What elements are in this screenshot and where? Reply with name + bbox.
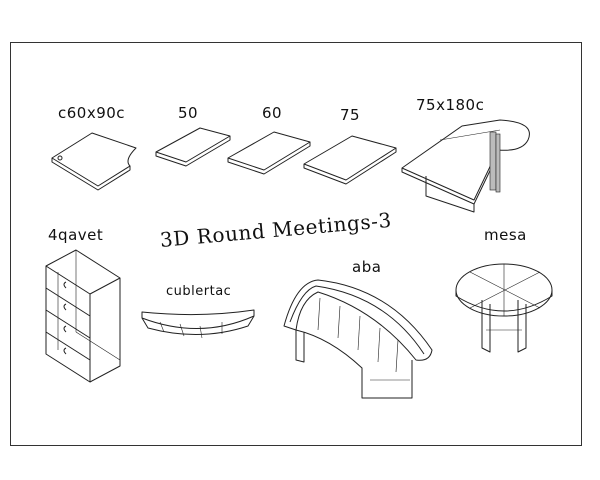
cabinet-4qavet (45, 249, 121, 383)
label-mesa: mesa (484, 226, 527, 244)
label-60: 60 (262, 104, 283, 122)
label-c60x90c: c60x90c (58, 104, 126, 122)
label-75x180c: 75x180c (416, 96, 485, 114)
label-75: 75 (340, 106, 361, 124)
desk-60 (227, 131, 311, 175)
label-4qavet: 4qavet (48, 226, 104, 244)
table-mesa (455, 263, 553, 353)
desk-c60x90c (51, 132, 137, 191)
desk-75x180c (401, 119, 530, 213)
label-aba: aba (352, 258, 382, 276)
label-cublertac: cublertac (166, 284, 232, 299)
reception-aba (283, 279, 433, 399)
drawing-frame (10, 42, 582, 446)
corner-cublertac (141, 309, 255, 339)
label-50: 50 (178, 104, 199, 122)
desk-50 (155, 127, 231, 167)
desk-75 (303, 135, 397, 185)
